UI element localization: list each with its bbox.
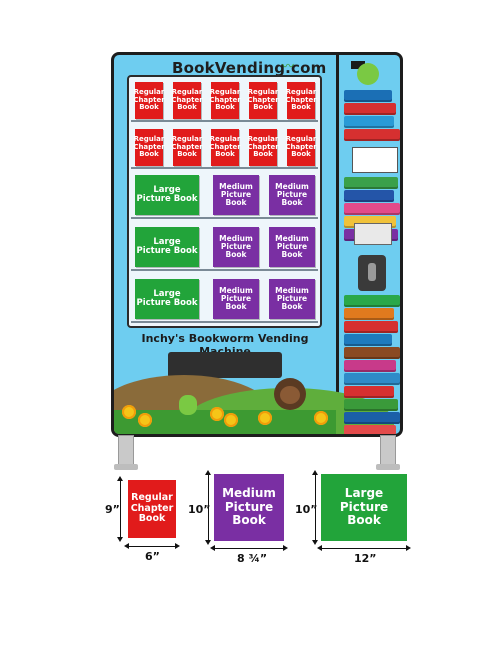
machine-divider [336,55,339,434]
legend-large-picture-book: Large Picture Book [321,474,407,541]
medium-picture-book[interactable]: Medium Picture Book [213,175,259,215]
instruction-card [352,147,398,173]
book-spine [344,321,398,333]
regular-chapter-book[interactable]: Regular Chapter Book [285,129,317,166]
dimension-line [128,546,176,547]
regular-chapter-book[interactable]: Regular Chapter Book [285,82,317,119]
sunflower-icon [224,413,238,427]
regular-height: 9” [105,503,120,516]
regular-chapter-book[interactable]: Regular Chapter Book [171,82,203,119]
sunflower-icon [122,405,136,419]
book-spine [344,334,392,346]
arrow-icon [205,470,211,475]
coin-slot[interactable] [358,255,386,291]
book-window: Regular Chapter Book Regular Chapter Boo… [127,75,322,328]
book-spine [344,129,400,141]
arrow-icon [406,545,411,551]
book-spine [344,360,396,372]
large-picture-book[interactable]: Large Picture Book [135,279,199,319]
child-reading-icon [274,378,306,410]
dimension-line [214,548,284,549]
regular-chapter-book[interactable]: Regular Chapter Book [247,129,279,166]
book-spine [344,203,400,215]
book-spine [344,425,396,434]
arrow-icon [283,545,288,551]
book-spine [344,399,398,411]
shelf [131,321,318,323]
dimension-line [321,548,407,549]
regular-chapter-book[interactable]: Regular Chapter Book [133,82,165,119]
brand-title: BookVending.com [172,59,327,77]
sunflower-icon [210,407,224,421]
large-picture-book[interactable]: Large Picture Book [135,175,199,215]
graduation-cap-icon [351,61,365,69]
bookworm-mascot-icon [357,63,379,85]
legend-regular-chapter-book: Regular Chapter Book [128,480,176,538]
medium-picture-book[interactable]: Medium Picture Book [269,227,315,267]
arrow-icon [205,540,211,545]
book-spine [344,386,394,398]
arrow-icon [317,545,322,551]
shelf [131,269,318,271]
large-height: 10” [295,503,318,516]
dimension-line [208,474,209,541]
large-picture-book[interactable]: Large Picture Book [135,227,199,267]
arrow-icon [124,543,129,549]
dimension-line [315,474,316,541]
book-spine [344,308,394,320]
regular-chapter-book[interactable]: Regular Chapter Book [209,82,241,119]
arrow-icon [312,540,318,545]
arrow-icon [312,470,318,475]
medium-picture-book[interactable]: Medium Picture Book [269,175,315,215]
regular-chapter-book[interactable]: Regular Chapter Book [133,129,165,166]
book-spine [344,116,394,128]
shelf [131,217,318,219]
vending-machine: BookVending.com 〰 Regular Chapter Book R… [111,52,403,437]
regular-chapter-book[interactable]: Regular Chapter Book [247,82,279,119]
book-spine [344,190,394,202]
book-spine [344,103,396,115]
shelf [131,167,318,169]
book-spine [344,412,400,424]
medium-picture-book[interactable]: Medium Picture Book [213,279,259,319]
dimension-line [120,480,121,538]
machine-leg [114,435,138,470]
regular-width: 6” [145,550,160,563]
regular-chapter-book[interactable]: Regular Chapter Book [209,129,241,166]
arrow-icon [117,476,123,481]
sunflower-icon [314,411,328,425]
book-spine [344,373,400,385]
machine-leg [376,435,400,470]
medium-height: 10” [188,503,211,516]
arrow-icon [210,545,215,551]
arrow-icon [117,537,123,542]
arrow-icon [175,543,180,549]
bill-acceptor[interactable] [354,223,392,245]
book-spine [344,90,392,102]
large-width: 12” [354,552,377,565]
pickup-door[interactable] [168,352,282,378]
medium-picture-book[interactable]: Medium Picture Book [213,227,259,267]
book-spine [344,295,400,307]
medium-width: 8 ¾” [237,552,268,565]
book-spine [344,177,398,189]
shelf [131,120,318,122]
bookworm-icon: 〰 [282,59,295,73]
bookworm-reading-icon [179,395,197,415]
book-spine [344,347,400,359]
regular-chapter-book[interactable]: Regular Chapter Book [171,129,203,166]
legend-medium-picture-book: Medium Picture Book [214,474,284,541]
medium-picture-book[interactable]: Medium Picture Book [269,279,315,319]
sunflower-icon [258,411,272,425]
sunflower-icon [138,413,152,427]
